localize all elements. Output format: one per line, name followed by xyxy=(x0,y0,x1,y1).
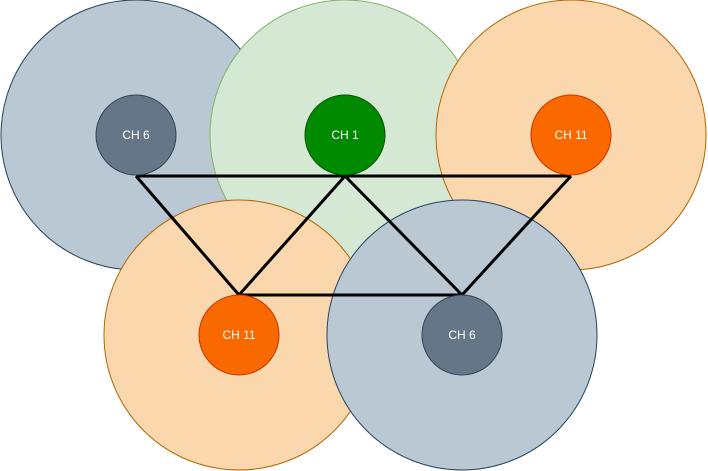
access-point-node xyxy=(530,94,612,176)
link-ch1-to-bottom-ch11 xyxy=(237,175,347,296)
access-point-ch6-bot-right: CH 6 xyxy=(421,294,503,376)
access-point-node xyxy=(304,94,386,176)
channel-label: CH 11 xyxy=(554,128,587,142)
access-point-ch11-top-right: CH 11 xyxy=(530,94,612,176)
link-ch11-to-bottom-ch6 xyxy=(460,174,573,297)
access-point-ch1-top-mid: CH 1 xyxy=(304,94,386,176)
channel-label: CH 1 xyxy=(331,128,359,142)
link-ch6-to-bottom-ch11 xyxy=(134,175,241,296)
channel-label: CH 6 xyxy=(448,328,476,342)
channel-label: CH 11 xyxy=(222,328,255,342)
access-point-node xyxy=(421,294,503,376)
access-point-node xyxy=(198,294,280,376)
access-point-ch6-top-left: CH 6 xyxy=(95,94,177,176)
channel-label: CH 6 xyxy=(122,128,150,142)
interference-links xyxy=(134,174,573,297)
access-point-ch11-bot-left: CH 11 xyxy=(198,294,280,376)
access-point-node xyxy=(95,94,177,176)
link-ch1-to-bottom-ch6 xyxy=(343,174,464,297)
